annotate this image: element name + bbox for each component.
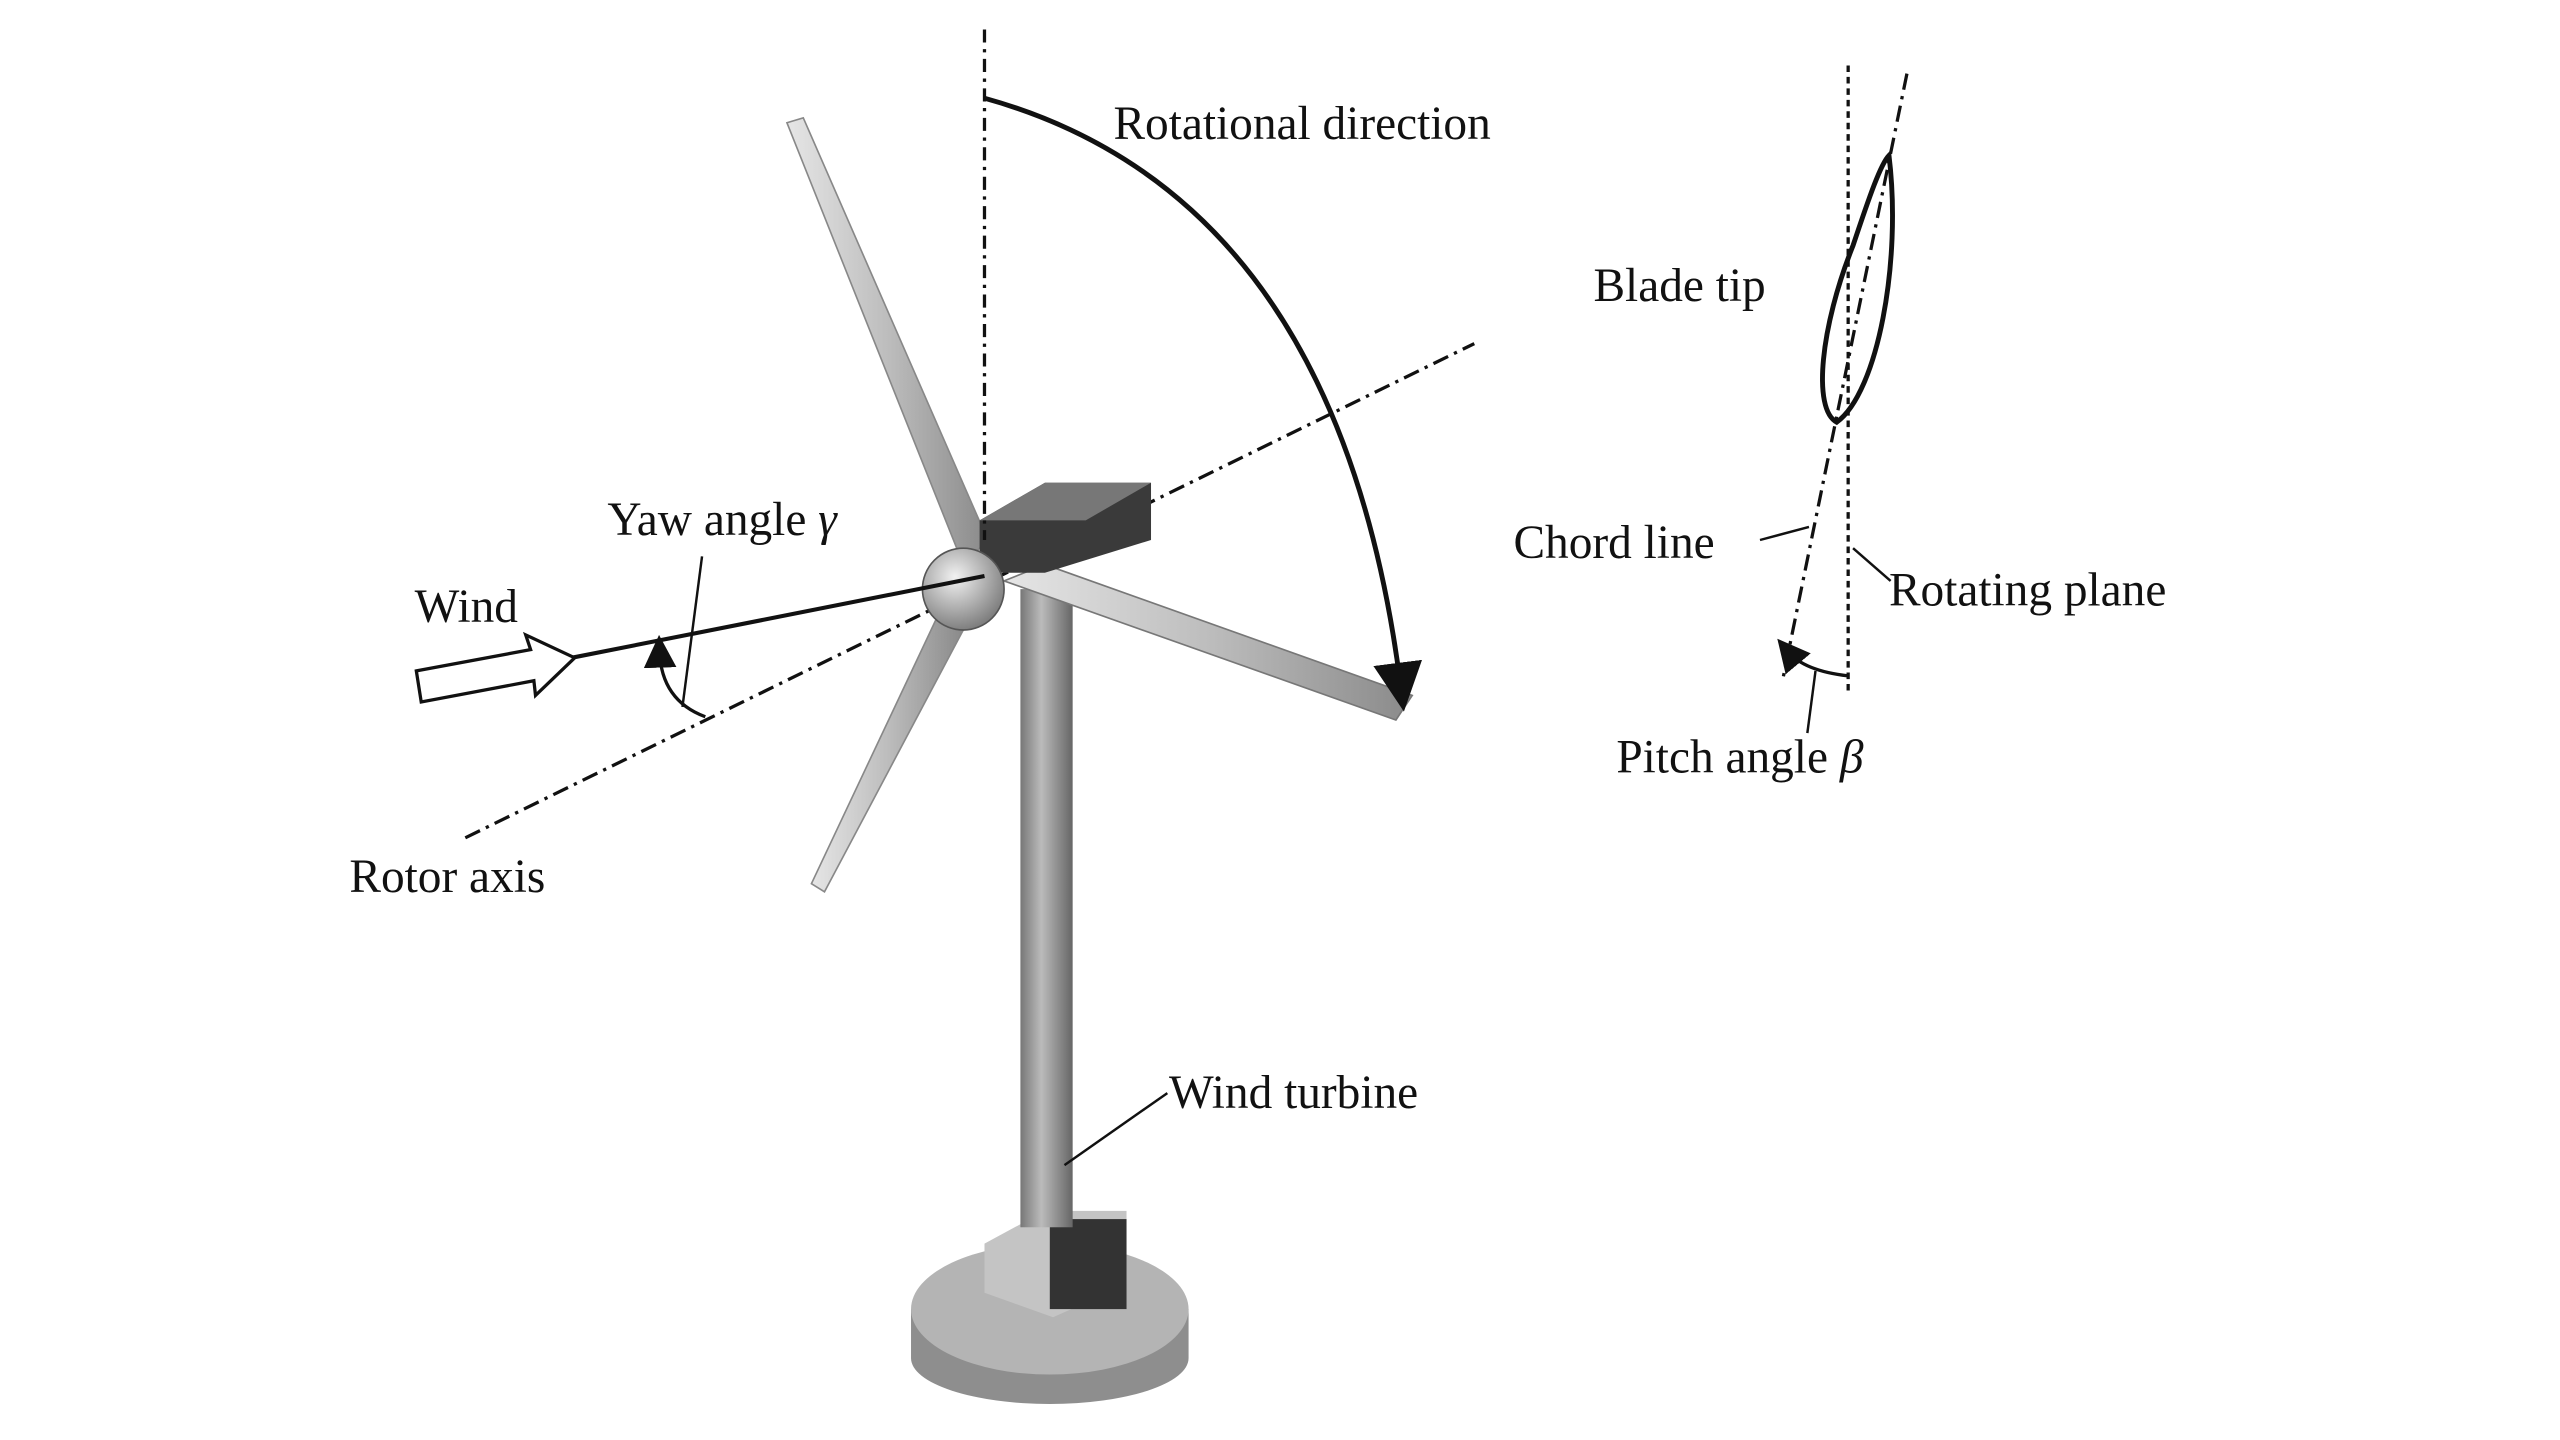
label-rotor-axis: Rotor axis bbox=[349, 851, 545, 903]
label-wind-turbine: Wind turbine bbox=[1169, 1067, 1418, 1119]
turbine-base bbox=[911, 1210, 1189, 1404]
chord-leader bbox=[1759, 525, 1810, 542]
wind-turbine-leader bbox=[1063, 1092, 1169, 1167]
wind-direction-line bbox=[571, 573, 985, 660]
yaw-angle-arc bbox=[643, 634, 706, 719]
rotational-direction-arrow bbox=[983, 95, 1423, 712]
label-rotational-direction: Rotational direction bbox=[1113, 98, 1490, 150]
label-yaw-angle: Yaw angle γ bbox=[607, 494, 838, 546]
label-wind: Wind bbox=[415, 581, 519, 633]
wind-arrow-icon bbox=[414, 631, 578, 704]
label-chord-line: Chord line bbox=[1513, 517, 1714, 569]
base-box bbox=[1049, 1219, 1127, 1310]
tower bbox=[1020, 589, 1073, 1228]
label-pitch-angle: Pitch angle β bbox=[1616, 731, 1863, 783]
chord-line bbox=[1781, 73, 1909, 680]
blade-bottom bbox=[810, 612, 965, 893]
blade-tip-airfoil bbox=[1820, 150, 1895, 426]
label-blade-tip: Blade tip bbox=[1593, 260, 1765, 312]
rotating-plane-leader bbox=[1852, 547, 1892, 582]
pitch-leader bbox=[1806, 670, 1817, 734]
hub bbox=[921, 547, 1005, 631]
pitch-angle-arc bbox=[1777, 638, 1849, 678]
nacelle bbox=[979, 482, 1152, 573]
label-rotating-plane: Rotating plane bbox=[1889, 564, 2166, 616]
yaw-leader bbox=[681, 556, 704, 708]
